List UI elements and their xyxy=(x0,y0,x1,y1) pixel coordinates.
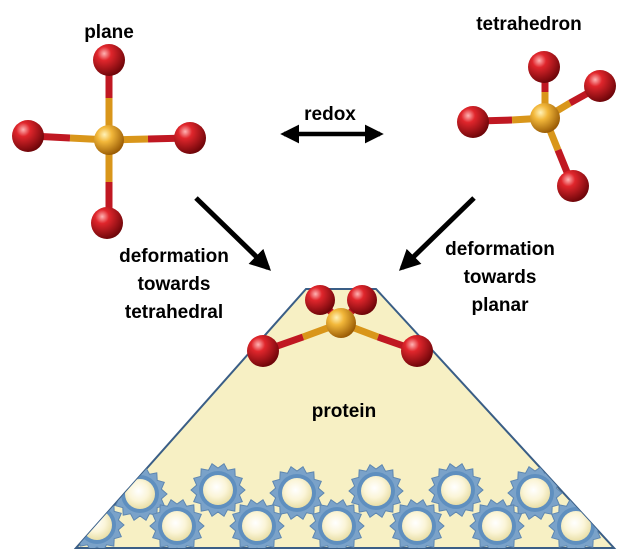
bound-ligand-atom-left xyxy=(247,335,279,367)
right-deformation-label-line2: towards xyxy=(464,267,537,288)
left-deformation-label-line2: towards xyxy=(138,274,211,295)
planar-ligand-atom-bottom xyxy=(91,207,123,239)
tetrahedral-complex xyxy=(457,51,616,202)
gear-bead xyxy=(389,498,445,548)
gear-bead xyxy=(269,465,325,521)
left-deformation-label-line3: tetrahedral xyxy=(125,302,223,323)
tetrahedron-title: tetrahedron xyxy=(476,14,582,35)
gear-bead xyxy=(190,462,246,518)
redox-label: redox xyxy=(304,104,356,125)
gear-bead xyxy=(469,498,525,548)
planar-ligand-atom-top xyxy=(93,44,125,76)
gear-bead xyxy=(348,463,404,519)
planar-ligand-atom-right xyxy=(174,122,206,154)
gear-bead xyxy=(428,462,484,518)
planar-ligand-atom-left xyxy=(12,120,44,152)
plane-title: plane xyxy=(84,22,134,43)
tetra-metal-atom xyxy=(530,103,560,133)
tetra-ligand-atom-right xyxy=(584,70,616,102)
tetra-ligand-atom-left xyxy=(457,106,489,138)
left-deformation-label-line1: deformation xyxy=(119,246,229,267)
tetra-ligand-atom-bottom xyxy=(557,170,589,202)
gear-bead xyxy=(149,498,205,548)
tetra-ligand-atom-top xyxy=(528,51,560,83)
bound-ligand-atom-right xyxy=(401,335,433,367)
bound-metal-atom xyxy=(326,308,356,338)
planar-metal-atom xyxy=(94,125,124,155)
protein-bound-complex xyxy=(247,285,433,367)
gear-bead xyxy=(507,465,563,521)
right-deformation-label-line1: deformation xyxy=(445,239,555,260)
planar-complex xyxy=(12,44,206,239)
gear-bead xyxy=(229,498,285,548)
protein-gear-beads xyxy=(76,462,604,548)
right-deformation-label-line3: planar xyxy=(471,295,529,316)
right-deformation-arrow xyxy=(398,196,476,271)
gear-bead xyxy=(309,498,365,548)
left-deformation-arrow xyxy=(194,196,272,271)
bound-ligand-atom-back-right xyxy=(347,285,377,315)
protein-label: protein xyxy=(312,401,376,422)
bound-ligand-atom-back-left xyxy=(305,285,335,315)
